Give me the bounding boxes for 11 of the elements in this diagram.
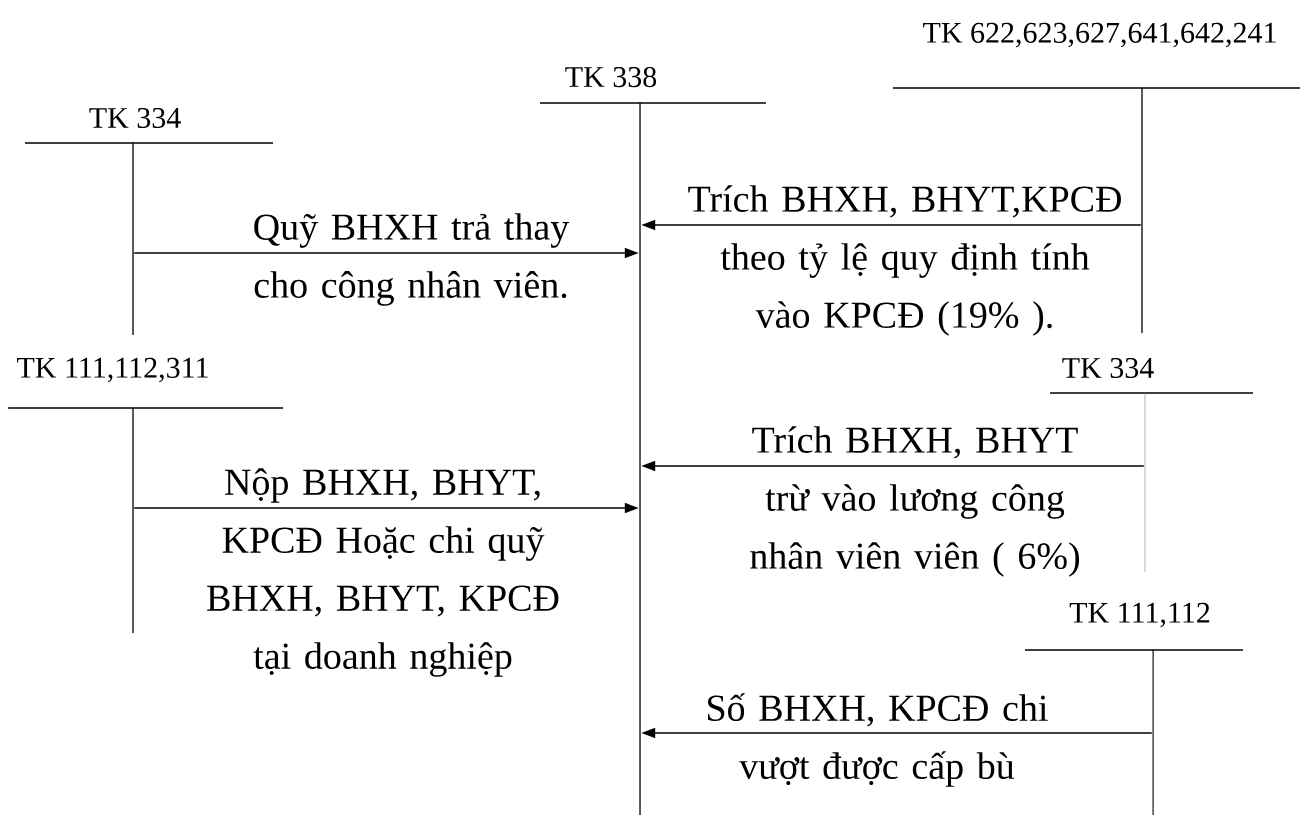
account-title: TK 111,112 [1069,602,1210,628]
account-title: TK 334 [1062,357,1154,379]
account-title: TK 111,112,311 [17,357,208,383]
account-title: TK 622,623,627,641,642,241 [923,22,1276,48]
account-title: TK 334 [89,107,181,129]
account-title: TK 338 [565,66,657,88]
edge-label: Quỹ BHXH trả thay cho công nhân viên. [254,213,570,306]
edge-label: Số BHXH, KPCĐ chi vượt được cấp bù [708,693,1048,787]
edge-label: Nộp BHXH, BHYT, KPCĐ Hoặc chi quỹ BHXH, BHYT, KPCĐ tại doanh nghiệp [207,468,559,677]
edge-label: Trích BHXH, BHYT trừ vào lương công nhân viên viên ( 6%) [750,426,1079,577]
edge-label: Trích BHXH, BHYT,KPCĐ theo tỷ lệ quy định tính vào KPCĐ (19% ). [688,185,1121,336]
